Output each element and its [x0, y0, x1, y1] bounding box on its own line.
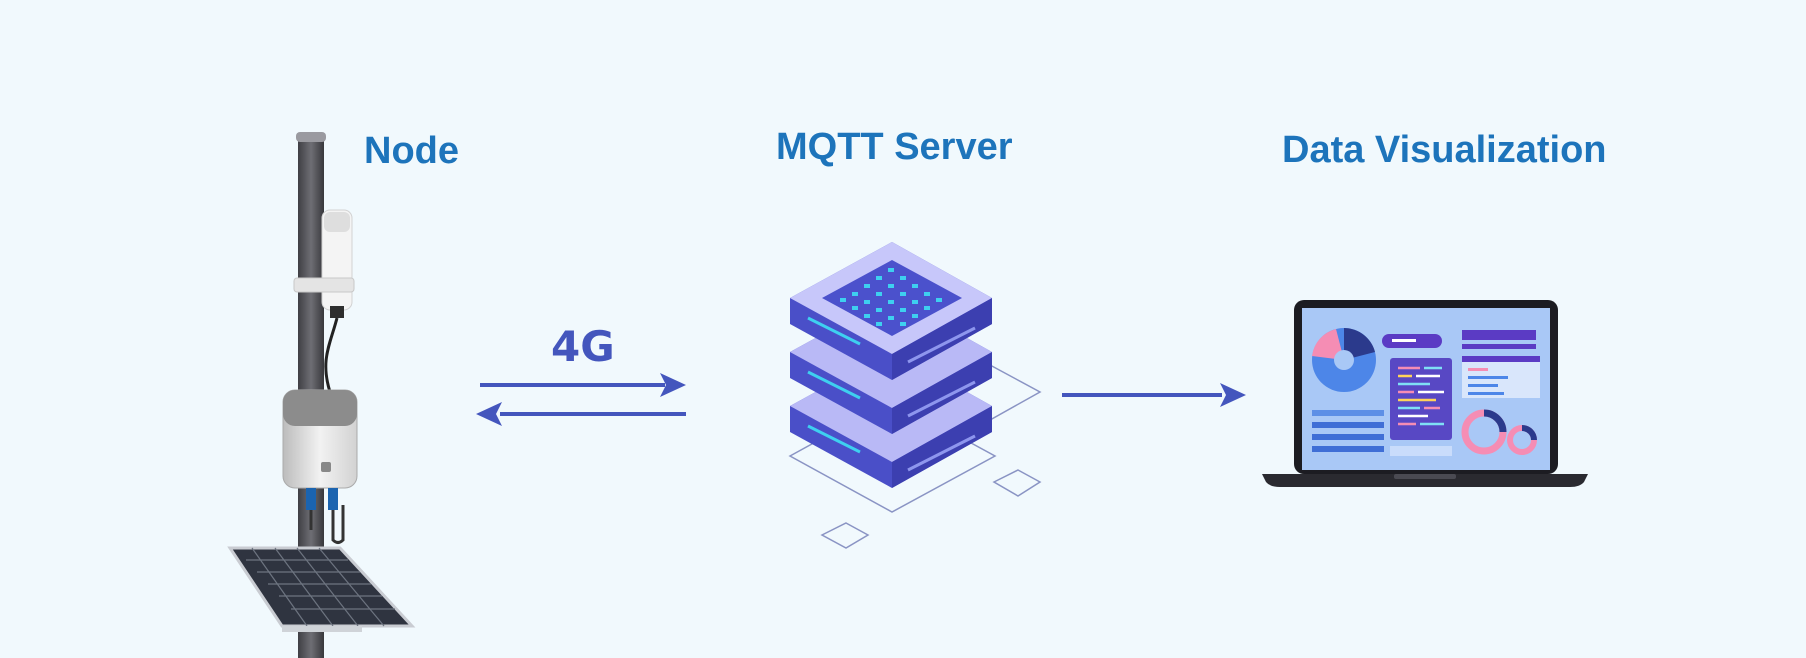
- laptop-dashboard-icon: [1262, 300, 1588, 487]
- arrow-right-icon: [1062, 383, 1246, 407]
- mqtt-server-title: MQTT Server: [776, 126, 1013, 168]
- bidirectional-arrow-icon: [476, 373, 686, 426]
- 4g-link-label: 4G: [551, 322, 615, 371]
- weather-station-pole-icon: [227, 132, 416, 658]
- server-stack-icon: [788, 242, 1042, 549]
- data-visualization-title: Data Visualization: [1282, 129, 1607, 171]
- node-title: Node: [364, 130, 459, 172]
